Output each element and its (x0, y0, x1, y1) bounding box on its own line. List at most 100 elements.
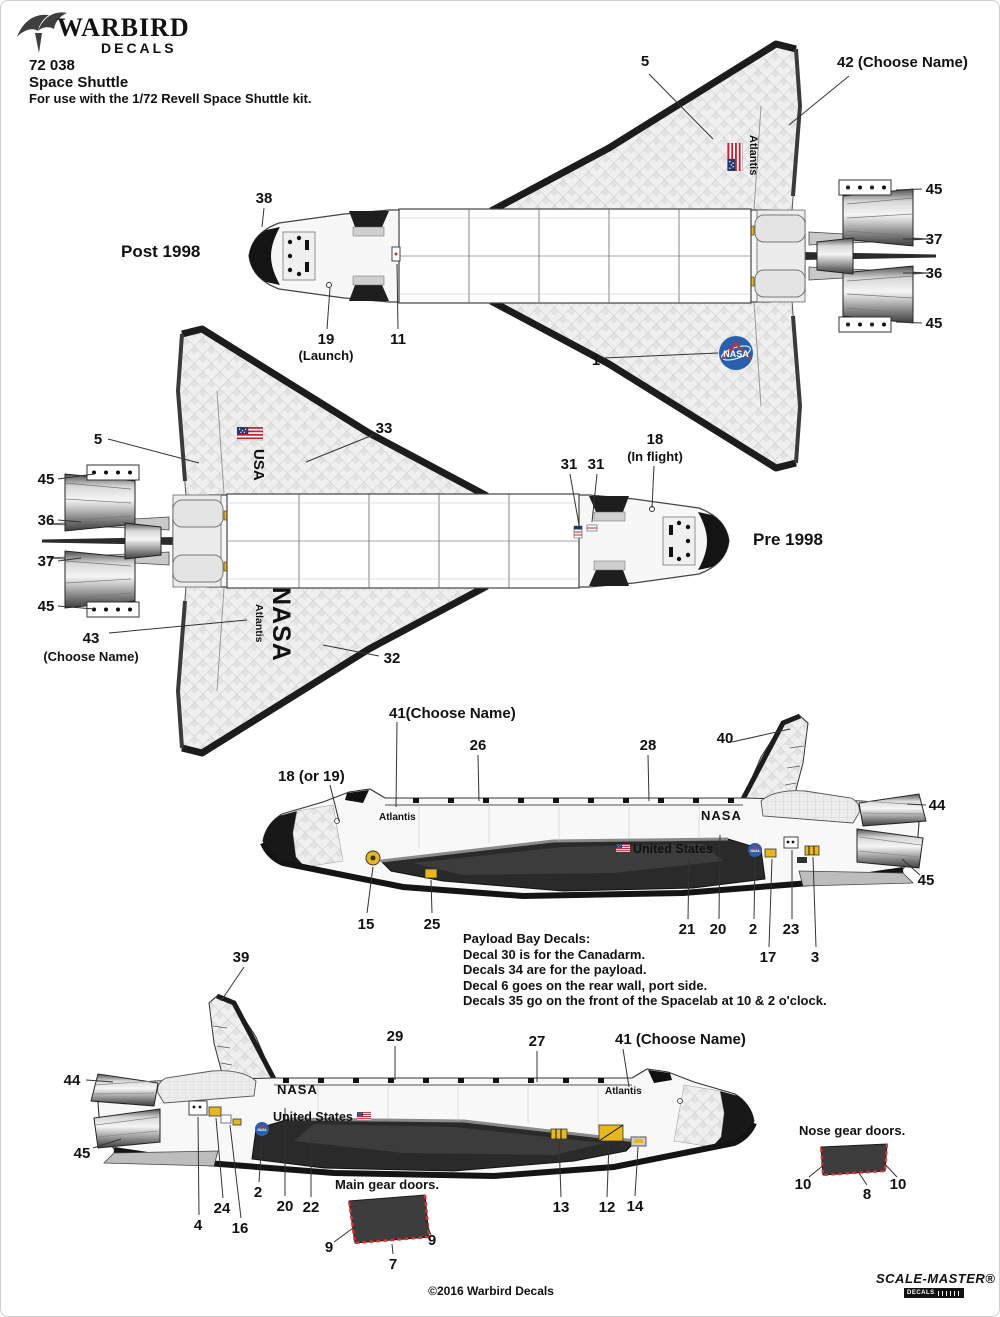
nasa-meatball-post: NASA (719, 336, 753, 370)
payload-notes-line4: Decals 35 go on the front of the Spacela… (463, 993, 827, 1008)
callout-pre-33: 33 (375, 420, 393, 437)
nasa-meatball-text: NASA (257, 1128, 267, 1132)
scalemaster-logo-text: SCALE-MASTER® (876, 1271, 996, 1286)
callout-side1-44: 44 (928, 797, 946, 814)
nasa-meatball-side-upper: NASA (748, 843, 762, 857)
callout-post-19-sub: (Launch) (298, 348, 354, 363)
side-view-lower (91, 996, 754, 1176)
callout-side1-3: 3 (810, 949, 820, 966)
warbird-logo-icon (17, 12, 67, 53)
decal-atlantis-pre-wing: Atlantis (253, 604, 265, 643)
nose-gear-doors-label: Nose gear doors. (799, 1123, 906, 1138)
section-label-pre1998: Pre 1998 (753, 530, 823, 549)
callout-side1-21: 21 (678, 921, 696, 938)
us-flag-pre-wing (237, 427, 263, 441)
us-flag-side-lower (357, 1112, 371, 1120)
callout-pre-31b: 31 (587, 456, 605, 473)
brand-sub: DECALS (101, 40, 177, 56)
nasa-meatball-side-lower: NASA (255, 1122, 269, 1136)
callout-post-11: 11 (390, 331, 406, 348)
callout-nose-10a: 10 (794, 1176, 812, 1193)
copyright: ©2016 Warbird Decals (428, 1284, 554, 1298)
decal-atlantis-side-upper: Atlantis (379, 812, 416, 823)
leader-lines (57, 73, 927, 1255)
callout-side2-4: 4 (193, 1217, 203, 1234)
product-subtitle: For use with the 1/72 Revell Space Shutt… (29, 91, 312, 106)
callout-side2-2: 2 (253, 1184, 263, 1201)
post1998-top-view (249, 44, 936, 468)
decal-usa-pre-wing: USA (250, 449, 267, 481)
callout-pre-45a: 45 (37, 471, 55, 488)
callout-nose-8: 8 (862, 1186, 872, 1203)
callout-side1-40: 40 (716, 730, 734, 747)
callout-side1-2: 2 (748, 921, 758, 938)
nose-gear-door (819, 1143, 889, 1177)
decal-atlantis-post-wing: Atlantis (747, 135, 759, 176)
payload-notes: Payload Bay Decals: Decal 30 is for the … (463, 931, 827, 1009)
callout-pre-36: 36 (37, 512, 55, 529)
callout-side2-12: 12 (598, 1199, 616, 1216)
payload-notes-line2: Decals 34 are for the payload. (463, 962, 647, 977)
callout-side2-27: 27 (528, 1033, 546, 1050)
callout-post-5: 5 (640, 53, 650, 70)
callout-pre-18-sub: (In flight) (627, 449, 683, 464)
decal-atlantis-side-lower: Atlantis (605, 1086, 642, 1097)
payload-notes-line3: Decal 6 goes on the rear wall, port side… (463, 977, 708, 993)
callout-side2-41: 41 (Choose Name) (615, 1031, 746, 1048)
callout-nose-10b: 10 (889, 1176, 907, 1193)
us-flag-post-wing (727, 143, 743, 171)
callout-side1-26: 26 (469, 737, 487, 754)
callout-post-42: 42 (Choose Name) (837, 54, 968, 71)
callout-side1-17: 17 (759, 949, 777, 966)
main-gear-door (347, 1194, 431, 1245)
callout-pre-45b: 45 (37, 598, 55, 615)
callout-side1-20: 20 (709, 921, 727, 938)
callout-side1-28: 28 (639, 737, 657, 754)
brand-name: WARBIRD (57, 13, 190, 42)
nasa-meatball-text: NASA (750, 849, 760, 853)
scalemaster-logo-sub: DECALS (907, 1290, 935, 1296)
scalemaster-logo-bar: DECALS (904, 1288, 964, 1298)
callout-pre-5: 5 (93, 431, 103, 448)
us-flag-side-upper (616, 844, 630, 852)
product-title: Space Shuttle (29, 74, 129, 91)
callout-side1-25: 25 (423, 916, 441, 933)
callout-pre-37: 37 (37, 553, 55, 570)
callout-pre-32: 32 (383, 650, 401, 667)
callout-side2-20: 20 (276, 1198, 294, 1215)
decal-nasa-worm-side-upper: NASA (701, 808, 742, 823)
scalemaster-ruler-icon (937, 1290, 961, 1296)
product-code: 72 038 (29, 57, 75, 74)
callout-post-36: 36 (925, 265, 943, 282)
callout-side1-41: 41(Choose Name) (389, 705, 516, 722)
callout-side1-15: 15 (357, 916, 375, 933)
side-view-upper (263, 716, 926, 896)
callout-side1-23: 23 (782, 921, 800, 938)
callout-pre-31a: 31 (560, 456, 578, 473)
callout-post-1: 1 (591, 352, 601, 369)
callout-post-45b: 45 (925, 315, 943, 332)
payload-notes-title: Payload Bay Decals: (463, 931, 591, 946)
callout-main-9a: 9 (324, 1239, 334, 1256)
callout-pre-43-sub: (Choose Name) (43, 649, 139, 664)
callout-side2-22: 22 (302, 1199, 320, 1216)
decal-nasa-worm-pre-wing: NASA (267, 587, 295, 662)
pre1998-top-view (42, 329, 729, 753)
decal-united-states-side-lower: United States (273, 1110, 353, 1124)
callout-main-7: 7 (388, 1256, 398, 1273)
callout-side2-16: 16 (231, 1220, 249, 1237)
decal-nasa-worm-side-lower: NASA (277, 1082, 318, 1097)
callout-pre-18: 18 (646, 431, 664, 448)
callout-side2-13: 13 (552, 1199, 570, 1216)
callout-side2-29: 29 (386, 1028, 404, 1045)
callout-main-9b: 9 (427, 1232, 437, 1249)
callout-side2-45: 45 (73, 1145, 91, 1162)
callout-side2-44: 44 (63, 1072, 81, 1089)
small-decal-targets (188, 246, 820, 1147)
callout-post-19: 19 (317, 331, 335, 348)
callout-post-38: 38 (255, 190, 273, 207)
section-label-post1998: Post 1998 (121, 242, 201, 261)
payload-notes-line1: Decal 30 is for the Canadarm. (463, 946, 646, 962)
